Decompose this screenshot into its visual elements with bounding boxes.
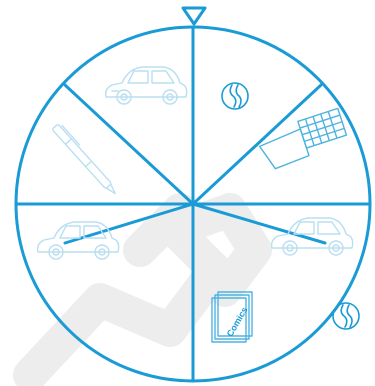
coin-icon bbox=[333, 303, 359, 329]
pen-icon bbox=[52, 123, 120, 197]
coin-icon bbox=[222, 83, 248, 109]
car-icon bbox=[106, 67, 187, 104]
car-icon bbox=[272, 218, 353, 255]
pointer-marker bbox=[183, 8, 205, 24]
chocolate-bar-icon bbox=[256, 108, 350, 171]
